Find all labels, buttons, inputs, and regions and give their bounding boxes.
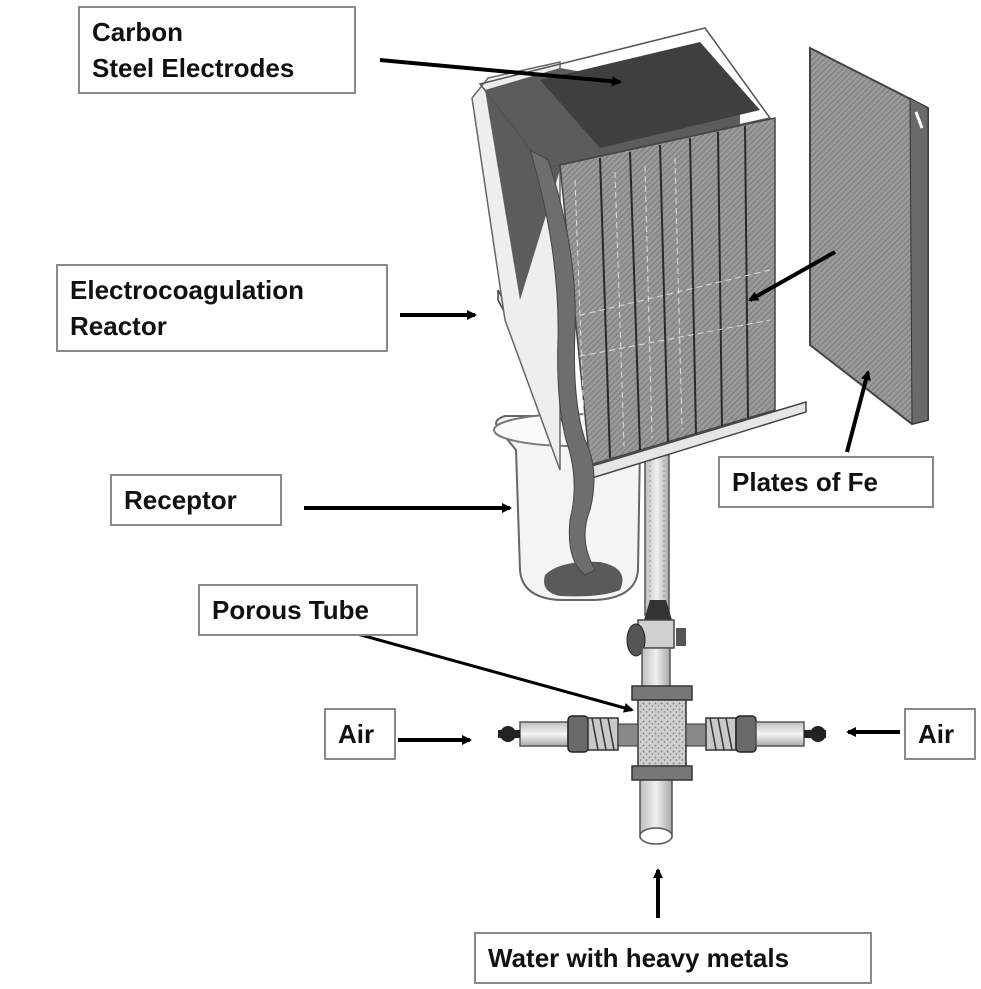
porous-tube-fitting <box>631 685 693 781</box>
arrow-plates-outer <box>845 370 871 453</box>
arrows <box>304 58 900 918</box>
label-air-left-text: Air <box>338 719 375 749</box>
reactor-tank <box>471 27 807 576</box>
label-carbon-steel-electrodes: Carbon Steel Electrodes <box>78 6 356 94</box>
label-receptor-text: Receptor <box>124 485 237 515</box>
label-water-heavy-metals: Water with heavy metals <box>474 932 872 984</box>
right-air-line <box>685 715 826 753</box>
label-receptor: Receptor <box>110 474 282 526</box>
arrow-plates-inner <box>748 250 836 302</box>
label-air-right: Air <box>904 708 976 760</box>
label-air-right-text: Air <box>918 719 955 749</box>
label-porous-tube: Porous Tube <box>198 584 418 636</box>
label-plates-text: Plates of Fe <box>732 467 878 497</box>
fe-plate <box>809 46 929 426</box>
label-reactor-line2: Reactor <box>70 311 167 341</box>
left-air-line <box>498 715 639 753</box>
arrow-carbon-electrodes <box>379 58 622 87</box>
label-carbon-line1: Carbon <box>92 17 183 47</box>
label-plates-of-fe: Plates of Fe <box>718 456 934 508</box>
label-reactor-line1: Electrocoagulation <box>70 275 305 305</box>
label-porous-tube-text: Porous Tube <box>212 595 369 625</box>
inlet-tube <box>639 774 673 845</box>
arrow-porous-tube <box>349 630 634 713</box>
label-water-text: Water with heavy metals <box>488 943 790 973</box>
label-electrocoagulation-reactor: Electrocoagulation Reactor <box>56 264 388 352</box>
label-air-left: Air <box>324 708 396 760</box>
label-carbon-line2: Steel Electrodes <box>92 53 295 83</box>
